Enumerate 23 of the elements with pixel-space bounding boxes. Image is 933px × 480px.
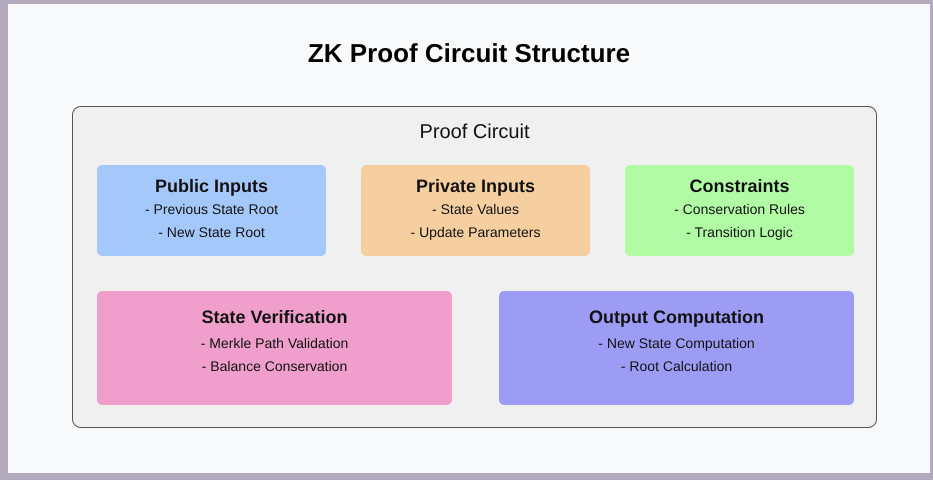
process-box bbox=[361, 165, 590, 256]
list-item: - Transition Logic bbox=[685, 224, 794, 240]
box-heading: Private Inputs bbox=[414, 176, 536, 197]
box-heading: State Verification bbox=[200, 307, 349, 328]
process-box bbox=[97, 291, 452, 405]
container-label: Proof Circuit bbox=[418, 121, 531, 144]
process-box bbox=[499, 291, 854, 405]
box-heading: Public Inputs bbox=[154, 176, 269, 197]
list-item: - New State Root bbox=[157, 224, 266, 240]
process-box bbox=[625, 165, 854, 256]
box-heading: Constraints bbox=[688, 176, 790, 197]
list-item: - Update Parameters bbox=[410, 224, 542, 240]
box-heading: Output Computation bbox=[588, 307, 765, 328]
container-box bbox=[72, 106, 877, 428]
list-item: - Root Calculation bbox=[620, 358, 734, 374]
list-item: - Balance Conservation bbox=[200, 358, 348, 374]
list-item: - Conservation Rules bbox=[673, 201, 806, 217]
list-item: - State Values bbox=[431, 201, 520, 217]
list-item: - Previous State Root bbox=[144, 201, 280, 217]
process-box bbox=[97, 165, 326, 256]
list-item: - Merkle Path Validation bbox=[200, 335, 350, 351]
list-item: - New State Computation bbox=[597, 335, 756, 351]
diagram-title: ZK Proof Circuit Structure bbox=[306, 38, 632, 69]
